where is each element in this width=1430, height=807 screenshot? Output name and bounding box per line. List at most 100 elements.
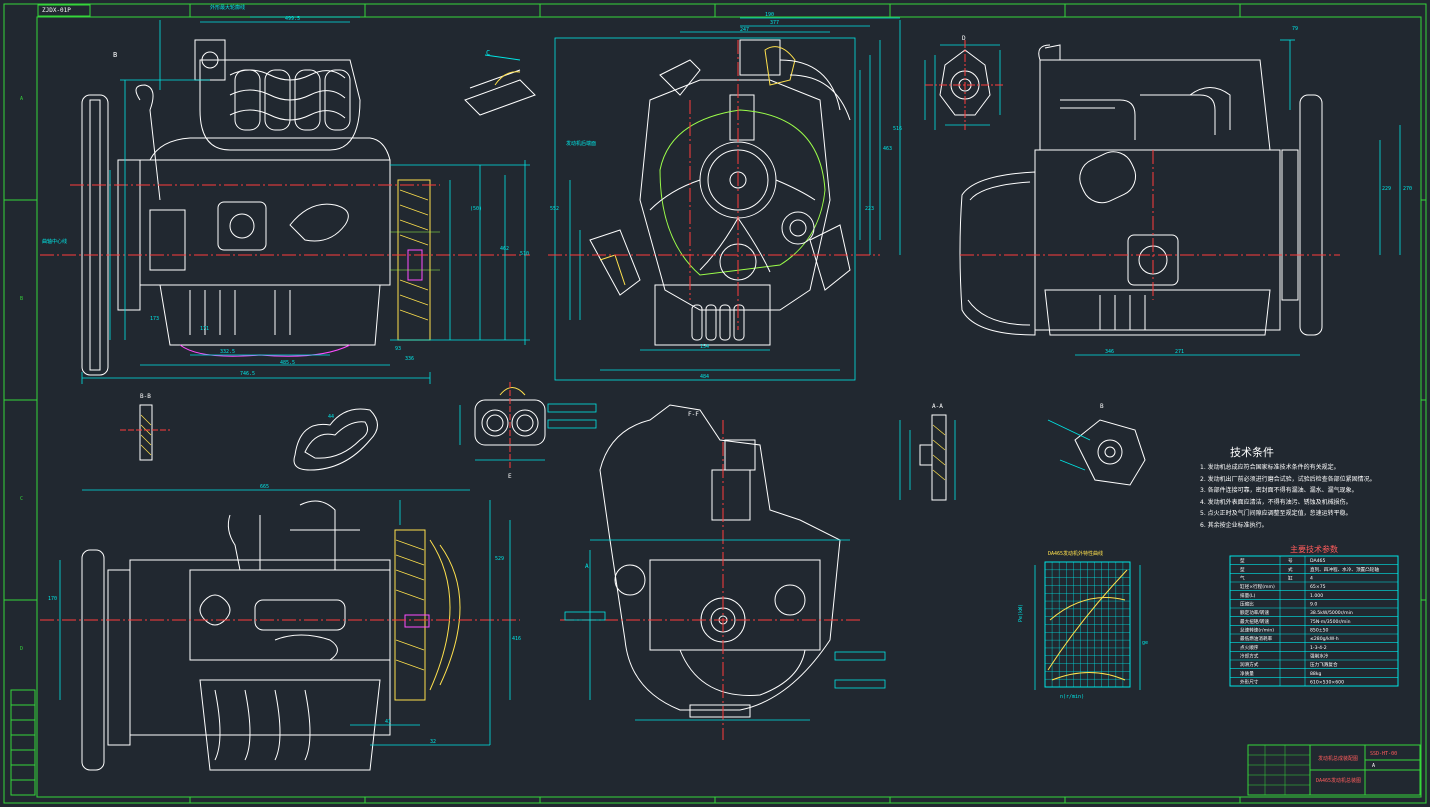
svg-text:332.5: 332.5 — [220, 349, 235, 355]
svg-text:499.5: 499.5 — [285, 16, 300, 22]
spec-cell: 排量(L) — [1240, 592, 1256, 599]
spec-cell: 缸径×行程(mm) — [1240, 583, 1275, 590]
spec-cell: 直列、四冲程、水冷、顶置凸轮轴 — [1310, 566, 1379, 573]
title-sheet: A — [1372, 763, 1375, 769]
detail-c-bracket: C — [464, 49, 536, 116]
spec-cell: 式 — [1288, 566, 1293, 573]
svg-text:(50): (50) — [470, 206, 482, 212]
svg-text:270: 270 — [1403, 186, 1412, 192]
svg-text:346: 346 — [1105, 349, 1114, 355]
spec-cell: 强制水冷 — [1310, 653, 1329, 660]
spec-cell: 型 — [1240, 566, 1245, 573]
svg-text:44: 44 — [328, 414, 334, 420]
svg-text:416: 416 — [512, 636, 521, 642]
svg-text:外形最大轮廓线: 外形最大轮廓线 — [210, 4, 245, 11]
technical-note-item: 3. 各部件连接可靠，密封面不得有漏油、漏水、漏气现象。 — [1200, 487, 1358, 494]
label-e: E — [508, 473, 512, 480]
spec-cell: 外形尺寸 — [1240, 679, 1259, 686]
label-a-mark: A — [585, 563, 589, 570]
title-drawing-no: SSD-HT-00 — [1370, 751, 1397, 757]
spec-cell: 38.5kW/5000r/min — [1310, 610, 1353, 616]
zone-labels: A B C D — [20, 96, 23, 652]
spec-cell: 75N·m/3500r/min — [1310, 619, 1351, 625]
spec-cell: 点火顺序 — [1240, 644, 1259, 651]
zone-side-b: B — [20, 296, 23, 302]
spec-table-title: 主要技术参数 — [1290, 545, 1338, 554]
detail-b-throttle: B — [1047, 403, 1146, 486]
svg-text:79: 79 — [1292, 26, 1298, 32]
svg-text:462: 462 — [500, 246, 509, 252]
svg-text:516: 516 — [893, 126, 902, 132]
section-a-a: A-A — [899, 403, 956, 501]
spec-cell: 1.000 — [1310, 593, 1323, 599]
corner-code-box — [37, 4, 91, 17]
detail-e-flange: E — [459, 382, 597, 480]
label-detail-b: B — [1100, 403, 1104, 410]
label-f-f: F-F — [688, 411, 699, 418]
technical-notes-title: 技术条件 — [1230, 446, 1274, 459]
svg-text:377: 377 — [770, 20, 779, 26]
spec-cell: 气 — [1240, 575, 1245, 582]
technical-note-item: 1. 发动机总成应符合国家标准技术条件的有关规定。 — [1200, 464, 1340, 471]
svg-text:485.5: 485.5 — [280, 360, 295, 366]
svg-text:32: 32 — [430, 739, 436, 745]
spec-cell: 9.0 — [1310, 602, 1317, 608]
svg-text:746.5: 746.5 — [240, 371, 255, 377]
spec-cell: 润滑方式 — [1240, 661, 1259, 668]
technical-note-item: 6. 其余按企业标准执行。 — [1200, 521, 1268, 529]
graph-y-right: ge — [1142, 640, 1149, 646]
svg-text:223: 223 — [865, 206, 874, 212]
outer-border — [3, 3, 1427, 804]
svg-text:173: 173 — [150, 316, 159, 322]
view-right-elevation: 79 229 270 346 271 — [959, 26, 1412, 356]
spec-cell: DA465 — [1310, 558, 1325, 564]
svg-text:529: 529 — [495, 556, 504, 562]
svg-text:552: 552 — [550, 206, 559, 212]
svg-text:463: 463 — [883, 146, 892, 152]
svg-text:229: 229 — [1382, 186, 1391, 192]
svg-text:665: 665 — [260, 484, 269, 490]
svg-text:D: D — [962, 35, 966, 42]
title-block-grid: 发动机总成装配图 DA465发动机总装图 SSD-HT-00 A — [1247, 744, 1421, 796]
title-project: 发动机总成装配图 — [1318, 755, 1358, 762]
svg-text:曲轴中心线: 曲轴中心线 — [42, 238, 67, 245]
spec-cell: 610×530×600 — [1310, 680, 1344, 686]
technical-notes: 1. 发动机总成应符合国家标准技术条件的有关规定。 2. 发动机出厂前必须进行磨… — [1200, 462, 1400, 531]
view-rear-f-f: F-F A — [560, 404, 886, 740]
spec-cell: 65×75 — [1310, 584, 1326, 590]
title-drawing-name: DA465发动机总装图 — [1316, 777, 1361, 784]
svg-text:510: 510 — [520, 251, 529, 257]
svg-text:271: 271 — [1175, 349, 1184, 355]
svg-text:190: 190 — [765, 12, 774, 18]
label-b-top: B — [113, 51, 117, 59]
spec-cell: 压缩比 — [1240, 601, 1254, 608]
corner-code: ZJDX-01P — [42, 7, 71, 14]
spec-cell: 最大扭矩/转速 — [1240, 618, 1270, 625]
technical-note-item: 4. 发动机外表面应清洁，不得有油污、锈蚀及机械损伤。 — [1200, 498, 1352, 506]
performance-graph — [1034, 561, 1141, 690]
spec-cell: 压力飞溅复合 — [1310, 661, 1338, 668]
spec-cell: 额定功率/转速 — [1240, 609, 1270, 616]
spec-cell: 冷却方式 — [1240, 653, 1259, 660]
gasket-detail: 44 — [293, 408, 378, 471]
revision-block — [10, 689, 36, 796]
spec-table-grid — [1229, 555, 1399, 687]
label-a-a: A-A — [932, 403, 943, 410]
svg-text:336: 336 — [405, 356, 414, 362]
svg-text:170: 170 — [48, 596, 57, 602]
technical-note-item: 2. 发动机出厂前必须进行磨合试验，试验后检查各部位紧固情况。 — [1200, 475, 1376, 483]
svg-text:484: 484 — [700, 374, 709, 380]
spec-cell: 88kg — [1310, 671, 1322, 677]
graph-x-label: n(r/min) — [1060, 694, 1085, 700]
spec-cell: 号 — [1288, 558, 1293, 564]
spec-cell: 怠速转速(r/min) — [1240, 627, 1274, 634]
graph-y-left: Pe(kW) — [1018, 603, 1025, 623]
inner-border — [36, 16, 1422, 798]
spec-cell: 850±50 — [1310, 628, 1329, 634]
spec-cell: 型 — [1240, 557, 1245, 564]
spec-cell: 净质量 — [1240, 670, 1254, 677]
